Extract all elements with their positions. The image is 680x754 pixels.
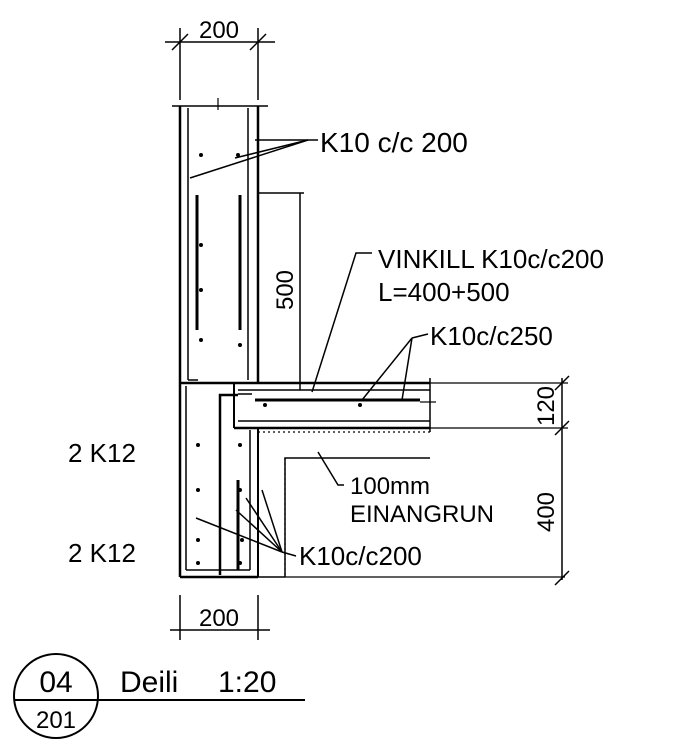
bottom-width-value: 200 xyxy=(199,605,239,632)
bars-upper-label: 2 K12 xyxy=(68,438,136,468)
bars-lower-label: 2 K12 xyxy=(68,538,136,568)
footing-rebar-label: K10c/c200 xyxy=(299,541,422,571)
detail-sheet: 201 xyxy=(36,707,76,734)
slab-thickness-dimension: 120 400 xyxy=(533,375,570,586)
wall-rebar-label: K10 c/c 200 xyxy=(320,127,468,158)
insulation-line1: 100mm xyxy=(350,473,430,500)
footing-depth-value: 400 xyxy=(533,492,560,532)
detail-scale: 1:20 xyxy=(218,666,276,699)
slab-rebar-label: K10c/c250 xyxy=(430,321,553,351)
angle-rebar-line1: VINKILL K10c/c200 xyxy=(378,244,604,274)
angle-rebar-callout: VINKILL K10c/c200 L=400+500 xyxy=(311,244,604,393)
angle-rebar xyxy=(218,393,252,575)
wall-upper-value: 500 xyxy=(272,270,299,310)
slab-thickness-value: 120 xyxy=(533,386,560,426)
insulation-line2: EINANGRUN xyxy=(350,501,494,528)
footing-rebar-callout: K10c/c200 xyxy=(195,489,422,571)
floor-slab xyxy=(180,378,568,432)
insulation-callout: 100mm EINANGRUN xyxy=(317,451,494,528)
detail-number: 04 xyxy=(39,666,72,699)
top-width-value: 200 xyxy=(199,17,239,44)
wall-section xyxy=(172,98,268,383)
bottom-width-dimension: 200 xyxy=(170,595,270,640)
footing xyxy=(178,383,565,579)
slab-rebar-callout: K10c/c250 xyxy=(361,321,553,401)
top-width-dimension: 200 xyxy=(165,17,275,100)
wall-rebar-callout: K10 c/c 200 xyxy=(189,127,468,179)
detail-title: Deili xyxy=(120,666,178,699)
detail-marker: 04 201 Deili 1:20 xyxy=(13,653,305,739)
wall-upper-dimension: 500 xyxy=(258,192,304,390)
angle-rebar-line2: L=400+500 xyxy=(378,277,510,307)
